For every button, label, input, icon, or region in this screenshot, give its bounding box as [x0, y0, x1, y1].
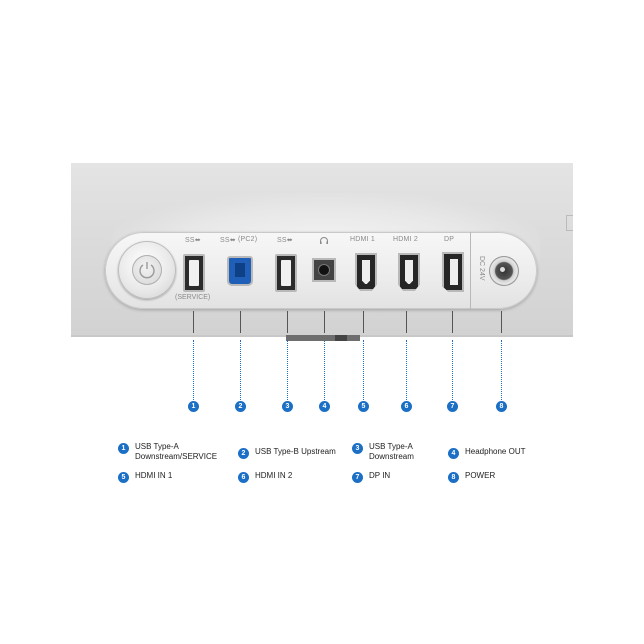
callout-tick-3: [287, 311, 288, 333]
callout-tick-5: [363, 311, 364, 333]
legend-label-3: USB Type-A Downstream: [369, 442, 414, 462]
port-tongue: [405, 260, 413, 284]
port-tongue: [235, 263, 245, 277]
monitor-notch: [566, 215, 573, 231]
power-icon: [139, 262, 155, 279]
usb-ss-logo-3: SS⬌: [277, 237, 293, 244]
legend-label-4: Headphone OUT: [465, 447, 526, 456]
port-5-label: HDMI 1: [350, 236, 375, 243]
legend-badge-3: 3: [352, 443, 363, 454]
legend-line: USB Type-A: [369, 442, 413, 451]
callout-badge-4: 4: [319, 401, 330, 412]
callout-line-6: [406, 340, 407, 400]
port-7-label: DP: [444, 236, 455, 243]
callout-badge-2: 2: [235, 401, 246, 412]
callout-tick-7: [452, 311, 453, 333]
port-tongue: [281, 260, 291, 286]
legend-label-8: POWER: [465, 471, 496, 480]
legend-badge-2: 2: [238, 448, 249, 459]
legend-badge-8: 8: [448, 472, 459, 483]
port-hdmi-in-2[interactable]: [398, 253, 420, 291]
callout-line-3: [287, 340, 288, 400]
port-tongue: [189, 260, 199, 286]
port-usb-a-service[interactable]: [183, 254, 205, 292]
legend-label-5: HDMI IN 1: [135, 471, 173, 480]
legend-badge-5: 5: [118, 472, 129, 483]
callout-tick-8: [501, 311, 502, 333]
port-tongue: [362, 260, 370, 284]
power-button-face: [132, 255, 162, 285]
legend-badge-7: 7: [352, 472, 363, 483]
callout-badge-7: 7: [447, 401, 458, 412]
jack-hole: [319, 265, 329, 275]
legend-label-2: USB Type-B Upstream: [255, 447, 336, 456]
legend-label-1: USB Type-A Downstream/SERVICE: [135, 442, 217, 462]
legend-line: Downstream/SERVICE: [135, 452, 218, 461]
callout-line-5: [363, 340, 364, 400]
port-dc-power[interactable]: [489, 256, 519, 286]
port-tongue: [450, 259, 458, 285]
port-panel: SS⬌ (SERVICE) SS⬌ (PC2) SS⬌ HDMI 1: [105, 232, 537, 309]
callout-badge-6: 6: [401, 401, 412, 412]
callout-badge-1: 1: [188, 401, 199, 412]
callout-badge-8: 8: [496, 401, 507, 412]
callout-line-8: [501, 340, 502, 400]
dc-pin: [500, 267, 505, 272]
headphone-icon: [320, 237, 328, 244]
legend-badge-6: 6: [238, 472, 249, 483]
port-6-label: HDMI 2: [393, 236, 418, 243]
port-1-sub-label: (SERVICE): [175, 294, 211, 301]
callout-badge-5: 5: [358, 401, 369, 412]
port-dp-in[interactable]: [442, 252, 464, 292]
callout-line-4: [324, 341, 325, 400]
stand-mount: [286, 335, 360, 341]
callout-tick-6: [406, 311, 407, 333]
legend-line: Downstream: [369, 452, 414, 461]
panel-divider: [470, 232, 471, 309]
callout-line-1: [193, 340, 194, 400]
usb-ss-logo-2: SS⬌: [220, 237, 236, 244]
callout-tick-1: [193, 311, 194, 333]
legend-badge-1: 1: [118, 443, 129, 454]
port-2-label: (PC2): [238, 236, 258, 243]
callout-line-7: [452, 340, 453, 400]
port-hdmi-in-1[interactable]: [355, 253, 377, 291]
legend-line: USB Type-A: [135, 442, 179, 451]
callout-tick-4: [324, 311, 325, 333]
legend-badge-4: 4: [448, 448, 459, 459]
legend-label-6: HDMI IN 2: [255, 471, 293, 480]
stand-mount-detail: [335, 335, 347, 341]
callout-badge-3: 3: [282, 401, 293, 412]
usb-ss-logo-1: SS⬌: [185, 237, 201, 244]
callout-line-2: [240, 340, 241, 400]
port-8-label: DC 24V: [478, 256, 485, 281]
power-button[interactable]: [118, 241, 176, 299]
legend-label-7: DP IN: [369, 471, 391, 480]
port-usb-b-upstream[interactable]: [227, 256, 253, 286]
port-headphone-out[interactable]: [312, 258, 336, 282]
callout-tick-2: [240, 311, 241, 333]
port-usb-a-downstream[interactable]: [275, 254, 297, 292]
